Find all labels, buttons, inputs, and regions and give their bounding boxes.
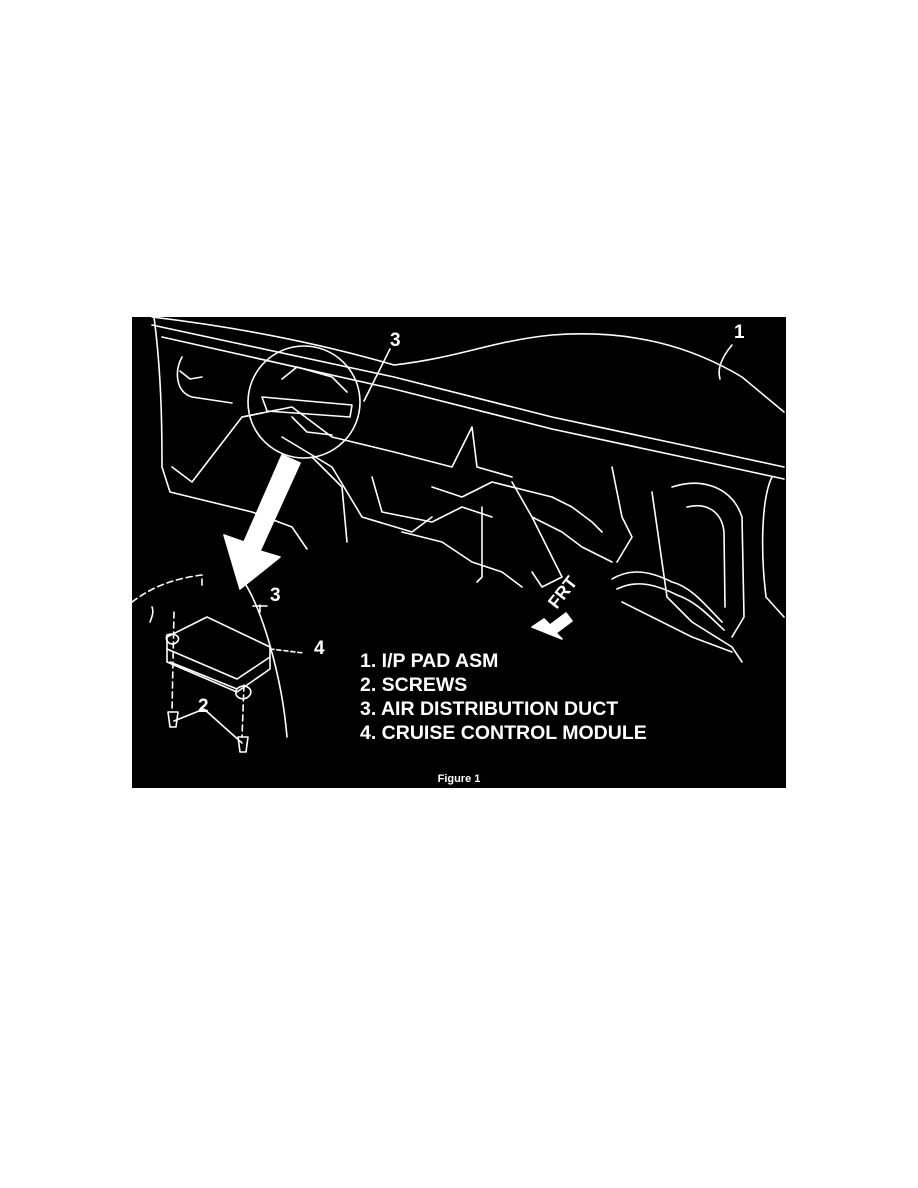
parts-legend: 1. I/P PAD ASM 2. SCREWS 3. AIR DISTRIBU… [360, 649, 647, 745]
callout-2: 2 [198, 696, 209, 717]
detail-magnifier [247, 345, 361, 459]
dashboard-illustration [132, 317, 785, 753]
ip-pad-front-edge [151, 324, 785, 468]
leader-4 [269, 648, 305, 654]
leader-2 [173, 708, 243, 744]
legend-item: 3. AIR DISTRIBUTION DUCT [360, 698, 619, 720]
detail-bracket [132, 574, 203, 603]
screw-path-right [241, 684, 245, 738]
figure-caption: Figure 1 [437, 773, 481, 785]
wiring-harness [611, 571, 723, 623]
screw-path-left [171, 611, 175, 713]
detail-arrow [223, 454, 301, 590]
leader-1 [718, 344, 733, 380]
leader-3-main [363, 348, 391, 402]
legend-item: 2. SCREWS [360, 674, 468, 696]
left-housing [153, 317, 308, 550]
screw-right [237, 736, 249, 753]
right-pillar [651, 491, 743, 663]
diagram-figure: 1 3 3 4 2 FRT 1. I/P PAD ASM 2. SCREWS 3… [132, 317, 786, 788]
ip-pad-lower-edge [161, 336, 785, 480]
legend-item: 4. CRUISE CONTROL MODULE [360, 722, 647, 744]
callout-3-main: 3 [390, 330, 401, 351]
callout-3-detail: 3 [270, 585, 281, 606]
legend-item: 1. I/P PAD ASM [360, 650, 499, 672]
air-duct [241, 406, 513, 478]
ip-pad-outline [151, 317, 785, 413]
callout-1: 1 [734, 322, 745, 343]
leader-3-detail [252, 604, 268, 613]
callout-4: 4 [314, 638, 325, 659]
frt-arrow [531, 612, 573, 640]
cruise-module [166, 616, 271, 693]
screw-left [167, 711, 179, 728]
